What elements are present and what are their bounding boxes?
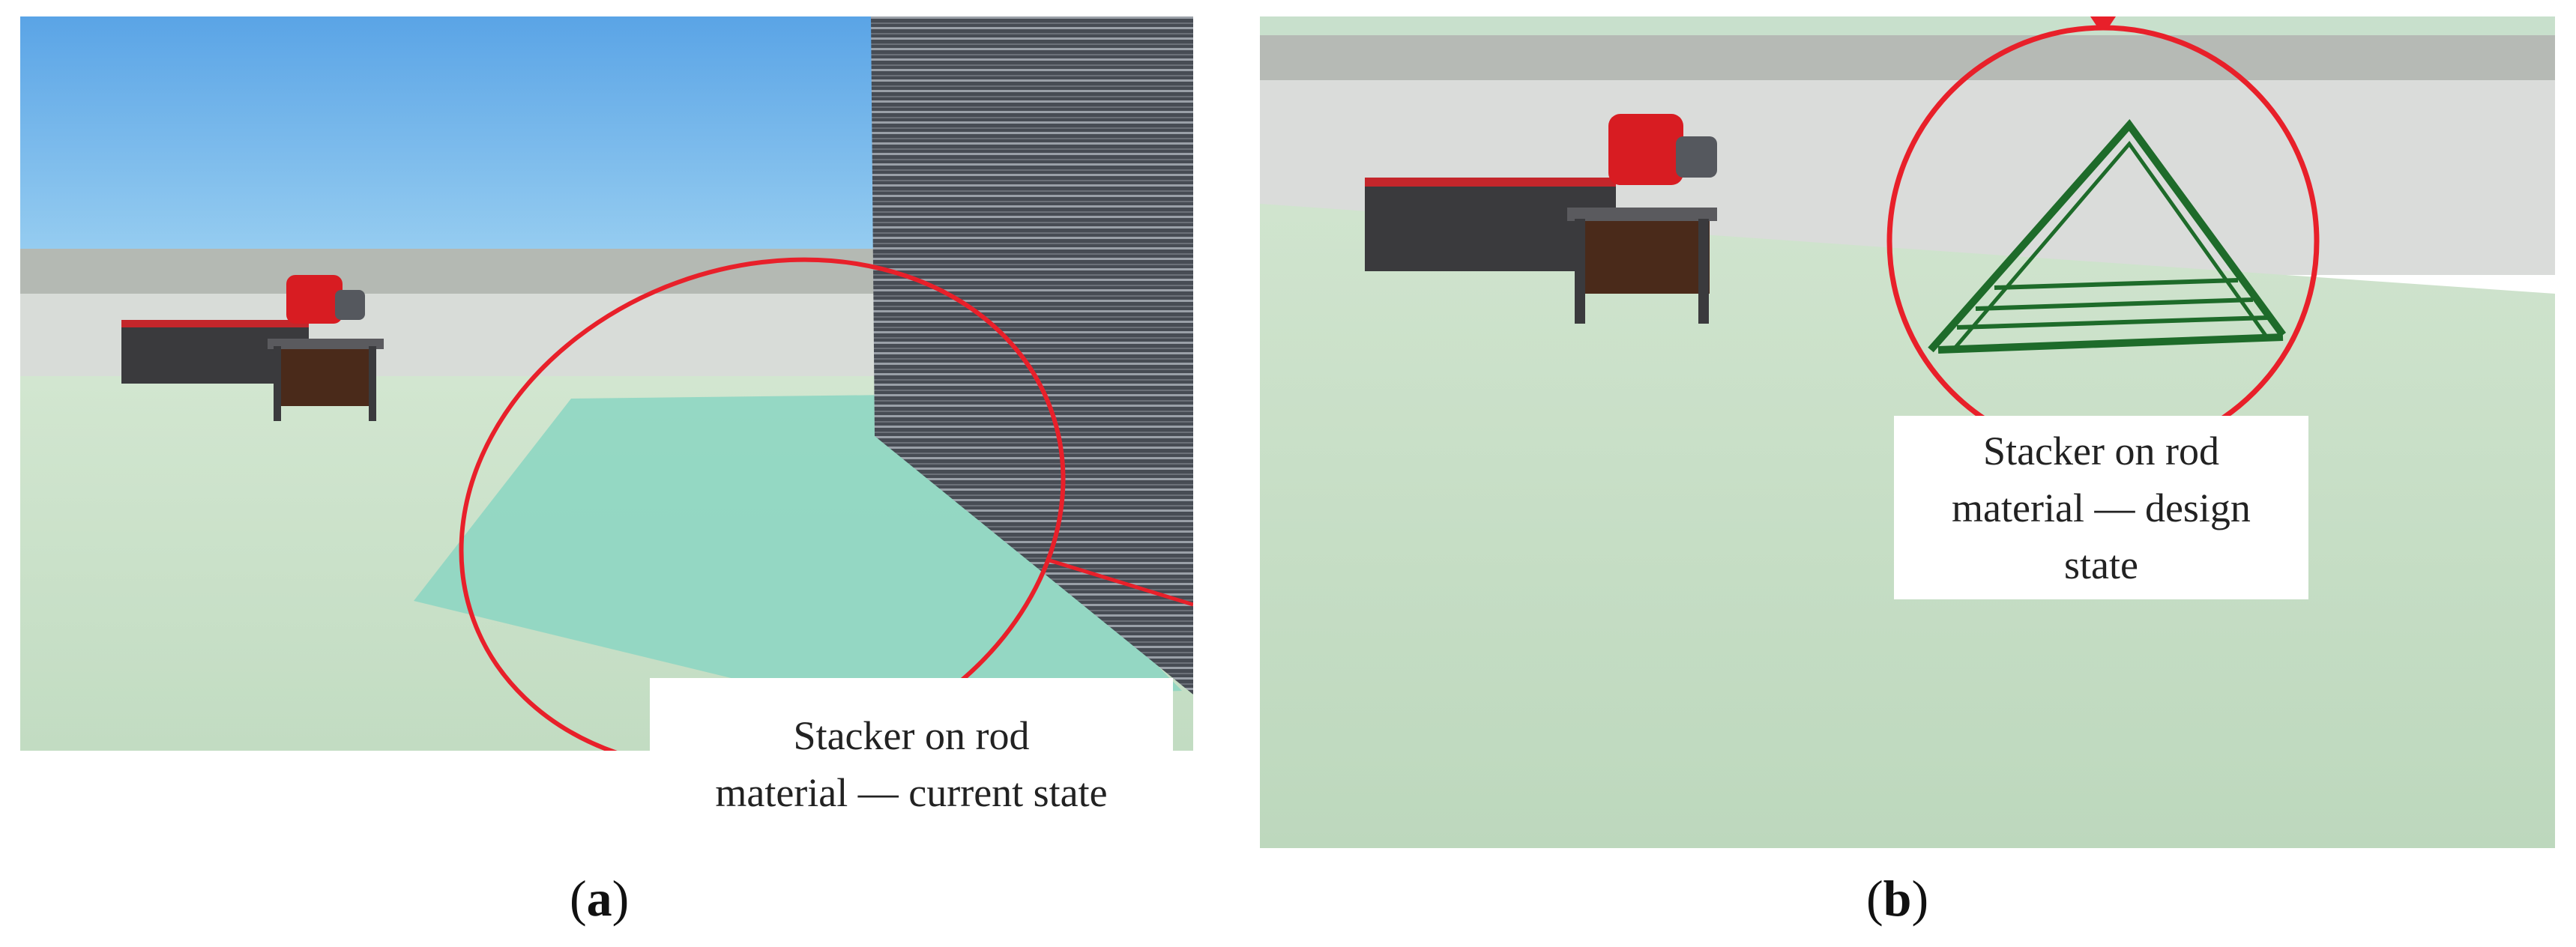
panel-letter-a: a <box>586 870 612 927</box>
triangular-rod-rack <box>1928 119 2287 354</box>
machine-leg-left <box>274 346 281 421</box>
highlight-pointer <box>1046 557 1193 607</box>
scene-a-illustration <box>20 16 1193 751</box>
caption-a: Stacker on rod material — current state <box>650 678 1173 850</box>
machine-table-top <box>268 339 384 349</box>
machine-motor <box>1676 136 1717 178</box>
panel-a-scene <box>20 16 1193 751</box>
caption-a-line-2: material — current state <box>715 770 1108 815</box>
machine-table <box>275 346 376 406</box>
machine-conveyor <box>1365 181 1616 271</box>
highlight-marker <box>2090 16 2116 30</box>
machine-saw-head <box>1608 114 1683 185</box>
caption-b-line-3: state <box>2064 542 2138 587</box>
caption-b-line-2: material — design <box>1952 485 2251 530</box>
caption-b-line-1: Stacker on rod <box>1983 428 2219 474</box>
marked-floor-zone <box>414 395 1182 702</box>
caption-a-line-1: Stacker on rod <box>793 713 1030 758</box>
machine-table <box>1575 219 1710 294</box>
machine-leg-left <box>1575 219 1585 324</box>
machine-leg-right <box>1698 219 1709 324</box>
panel-label-a: (a) <box>570 870 630 927</box>
machine-conveyor-top <box>121 320 309 327</box>
machine-conveyor-top <box>1365 178 1616 187</box>
panel-letter-b: b <box>1883 870 1912 927</box>
caption-b: Stacker on rod material — design state <box>1894 416 2308 599</box>
machine-table-top <box>1567 208 1717 221</box>
machine-leg-right <box>369 346 376 421</box>
machine-motor <box>335 290 365 320</box>
panel-label-b: (b) <box>1866 870 1929 927</box>
machine-saw-head <box>286 275 343 324</box>
wall-band <box>1260 35 2555 80</box>
top-strip <box>1260 16 2555 35</box>
roller-shutter <box>871 16 1193 695</box>
